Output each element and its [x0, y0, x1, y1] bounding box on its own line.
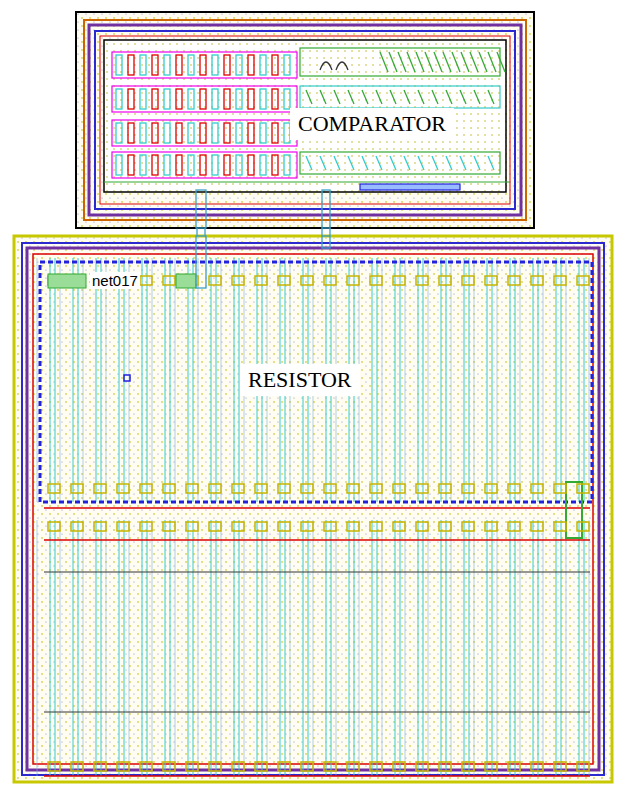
net-label: net017 — [90, 272, 140, 289]
block-label: RESISTOR — [240, 364, 360, 396]
comparator-block: COMPARATOR — [76, 12, 534, 228]
metal-wire — [322, 228, 330, 236]
metal-wire — [197, 228, 205, 236]
block-label: COMPARATOR — [290, 108, 454, 140]
resistor-block: RESISTOR — [14, 236, 612, 782]
